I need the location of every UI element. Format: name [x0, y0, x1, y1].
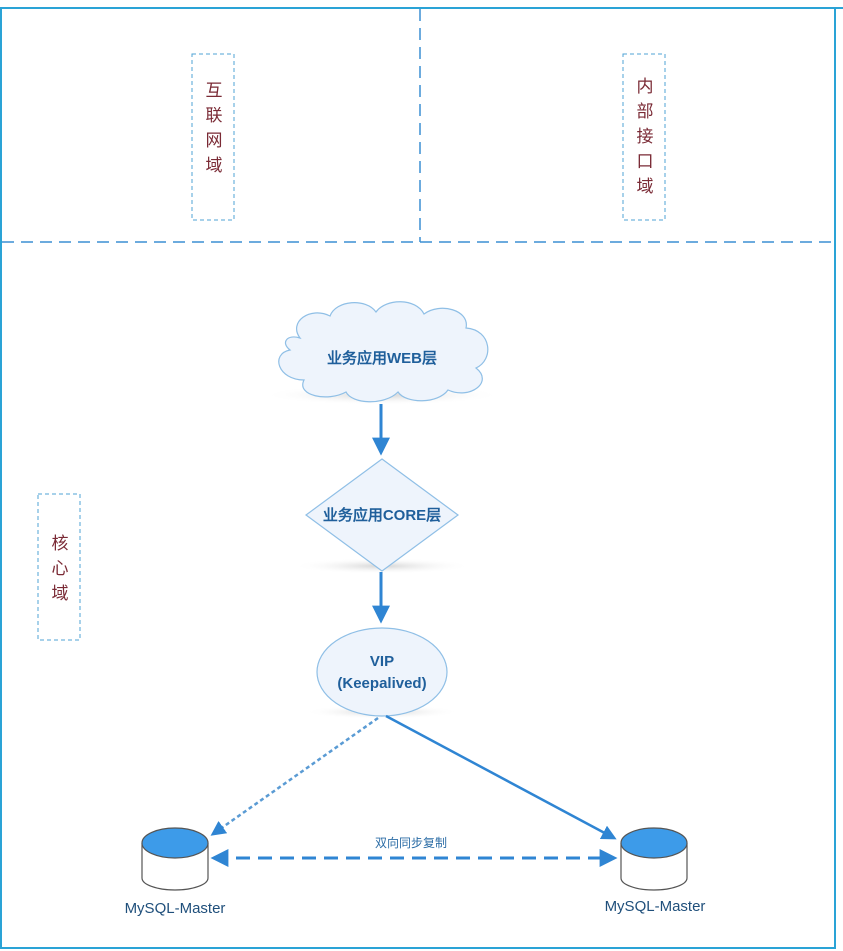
right-db-top	[620, 827, 688, 859]
web-layer-cloud	[278, 301, 489, 403]
arrow-vip-to-left-db	[210, 716, 379, 836]
vip-label-line2: (Keepalived)	[337, 675, 426, 692]
zone-label-internal: 内部接口域	[637, 77, 654, 197]
left-db-top	[141, 827, 209, 859]
zone-box-internet	[191, 53, 235, 221]
core-layer-label: 业务应用CORE层	[323, 506, 441, 524]
vip-label-line1: VIP	[370, 653, 394, 670]
left-database	[141, 827, 209, 891]
arrow-vip-to-right-db	[385, 714, 617, 840]
vip-node	[316, 627, 448, 717]
zone-label-core: 核心域	[52, 534, 69, 604]
right-db-label: MySQL-Master	[605, 898, 706, 915]
right-database	[620, 827, 688, 891]
sync-label: 双向同步复制	[375, 835, 447, 850]
core-layer-diamond	[304, 458, 460, 572]
left-db-label: MySQL-Master	[125, 900, 226, 917]
zone-box-internal	[622, 53, 666, 221]
zone-box-core	[37, 493, 81, 641]
zone-label-internet: 互联网域	[206, 81, 223, 176]
web-layer-label: 业务应用WEB层	[327, 349, 437, 367]
outer-frame	[0, 7, 836, 949]
